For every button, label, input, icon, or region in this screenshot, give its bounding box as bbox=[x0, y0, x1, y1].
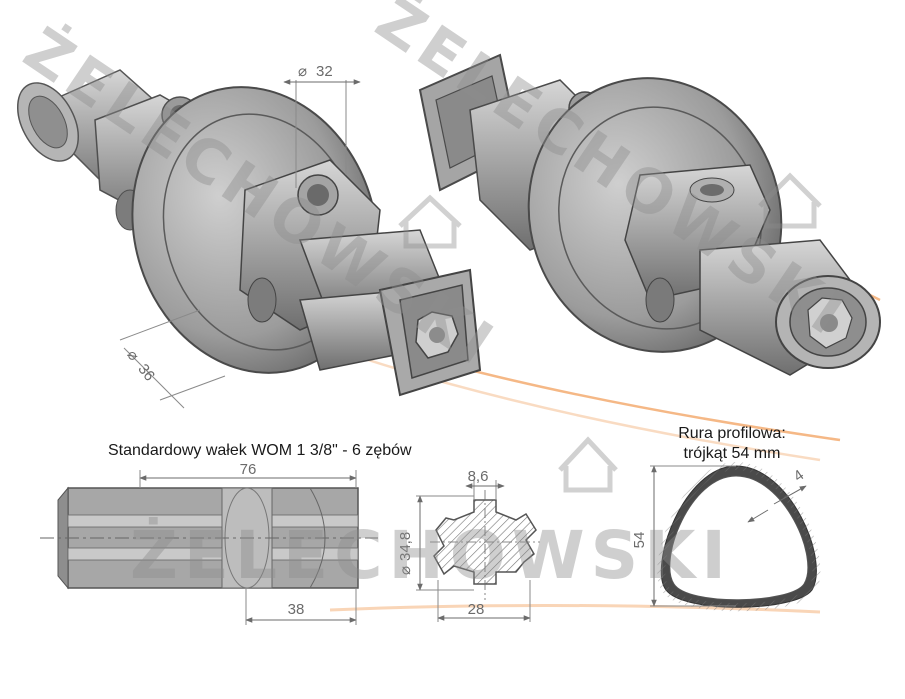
shaft-side-view: 76 38 bbox=[40, 461, 378, 625]
tube-size-value: 54 bbox=[631, 532, 648, 549]
watermark-text-bottom: ŻELECHOWSKI bbox=[130, 517, 732, 594]
diameter-symbol-2: ⌀ bbox=[123, 347, 142, 365]
diameter-symbol: ⌀ bbox=[298, 63, 307, 80]
tube-caption-line2: trójkąt 54 mm bbox=[684, 445, 781, 462]
bore-diameter-value: 32 bbox=[316, 63, 333, 80]
shaft-caption: Standardowy wałek WOM 1 3/8" - 6 zębów bbox=[108, 442, 412, 459]
tube-wall-value: 4 bbox=[791, 467, 808, 486]
spline-diameter-value: 34,8 bbox=[397, 532, 414, 561]
shaft-length-value: 76 bbox=[240, 461, 257, 478]
left-pto-joint-render bbox=[16, 69, 482, 397]
outer-diameter-value: 36 bbox=[134, 361, 158, 385]
triangle-tube-cross-section: 54 4 bbox=[631, 461, 821, 612]
house-logo-icon bbox=[398, 172, 822, 493]
diameter-symbol-3: ⌀ bbox=[397, 566, 414, 575]
spline-inner-value: 28 bbox=[468, 601, 485, 618]
spline-cross-section: 8,6 ⌀ 34,8 28 bbox=[397, 468, 540, 622]
dim-bore-diameter: ⌀ 32 bbox=[283, 63, 361, 188]
right-pto-joint-render bbox=[418, 53, 882, 376]
spline-width-value: 8,6 bbox=[468, 468, 489, 485]
tube-caption-line1: Rura profilowa: bbox=[678, 425, 786, 442]
shaft-groove-length-value: 38 bbox=[288, 601, 305, 618]
